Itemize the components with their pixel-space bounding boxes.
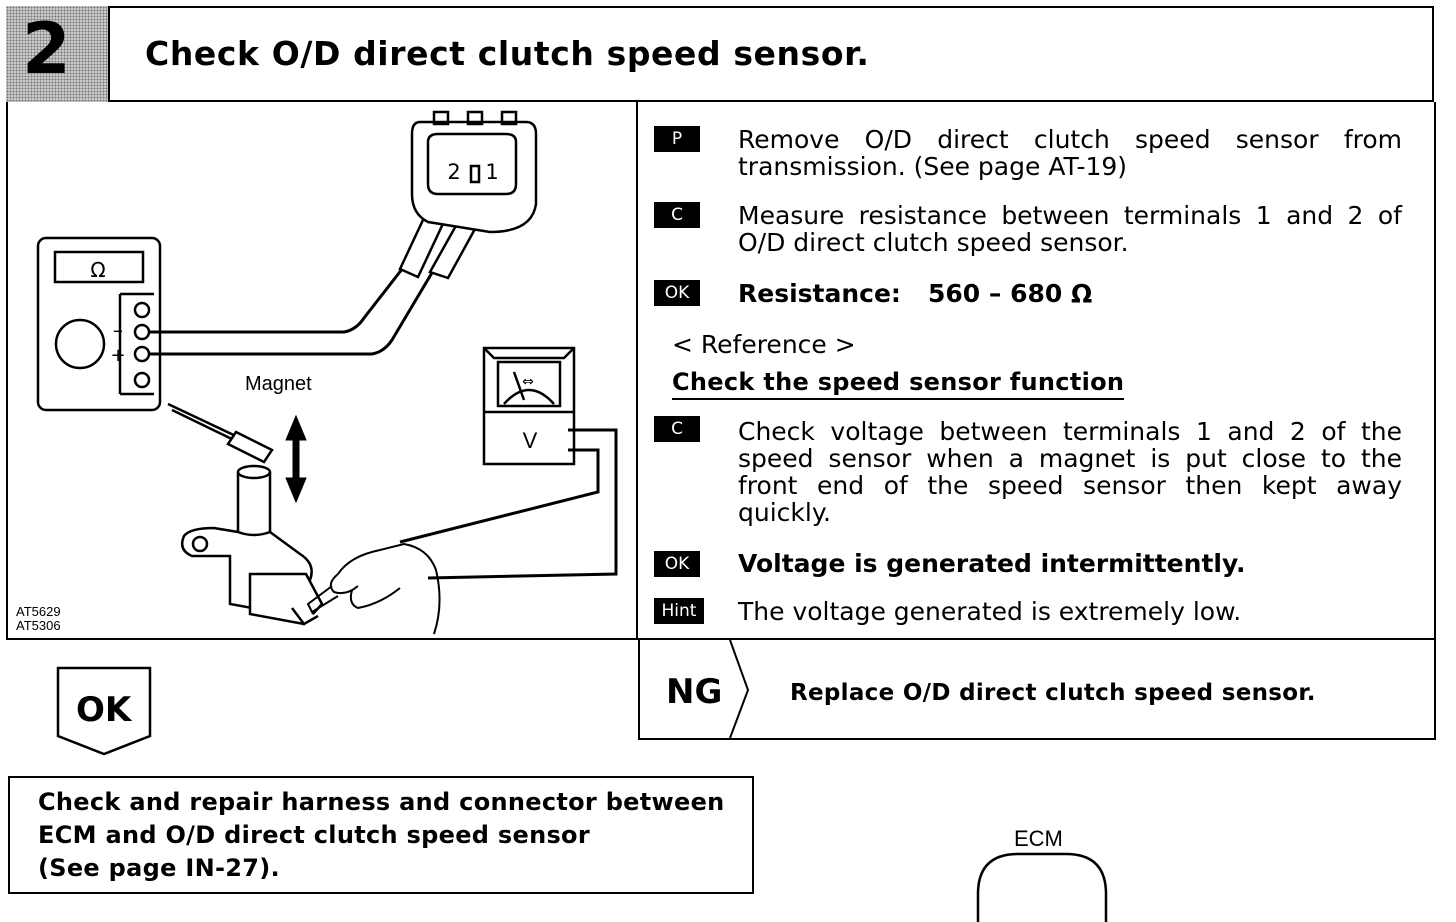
hint-text: The voltage generated is extremely low. [738, 597, 1242, 626]
step-check-voltage: Check voltage between terminals 1 and 2 … [738, 417, 1402, 527]
step-badge-ok: OK [654, 280, 700, 306]
ng-action: Replace O/D direct clutch speed sensor. [790, 680, 1316, 706]
harness-line-2: ECM and O/D direct clutch speed sensor [38, 821, 590, 849]
voltmeter-label: V [523, 428, 538, 453]
sensor-connector-icon [410, 110, 538, 234]
figure-code-1: AT5629 [16, 604, 61, 619]
hand-icon [306, 542, 441, 635]
up-down-arrow-icon [285, 414, 307, 504]
figure-code-2: AT5306 [16, 618, 61, 633]
ohm-symbol: Ω [90, 258, 105, 282]
step-number-box [6, 6, 110, 102]
plus-terminal-label: + [110, 345, 125, 366]
resistance-label: Resistance: [738, 279, 901, 308]
ng-label: NG [666, 672, 723, 712]
harness-line-1: Check and repair harness and connector b… [38, 788, 725, 816]
harness-action-box [8, 776, 754, 894]
step-measure-resistance: Measure resistance between terminals 1 a… [738, 201, 1402, 257]
reference-heading: < Reference > [672, 330, 856, 359]
ng-result-box [638, 638, 1436, 740]
reference-subtitle: Check the speed sensor function [672, 368, 1125, 400]
harness-action-text: Check and repair harness and connector b… [38, 786, 725, 885]
procedure-panel [6, 102, 1436, 640]
ng-chevron-icon [729, 640, 750, 739]
step-number: 2 [22, 8, 71, 90]
pin-1-label: 1 [485, 160, 498, 184]
page-title: Check O/D direct clutch speed sensor. [145, 34, 870, 73]
step-badge-c2: C [654, 416, 700, 442]
test-illustration: Ω – + 2 1 ⇔ V Magnet [16, 110, 618, 635]
speed-sensor-icon [181, 464, 324, 626]
voltmeter-leads [399, 428, 618, 580]
step-badge-hint: Hint [654, 598, 704, 624]
ecm-label: ECM [1014, 826, 1063, 851]
magnet-label: Magnet [245, 373, 312, 395]
ecm-box-icon [976, 852, 1108, 922]
voltage-result: Voltage is generated intermittently. [738, 549, 1246, 578]
magnet-icon [167, 402, 274, 464]
needle-arrows-icon: ⇔ [522, 374, 534, 390]
ohmmeter-leads [149, 263, 438, 356]
voltmeter-icon [482, 346, 576, 466]
panel-divider [636, 102, 638, 640]
step-badge-c: C [654, 202, 700, 228]
harness-line-3: (See page IN-27). [38, 854, 280, 882]
step-remove-sensor: Remove O/D direct clutch speed sensor fr… [738, 125, 1402, 181]
minus-terminal-label: – [113, 318, 123, 342]
step-badge-ok2: OK [654, 551, 700, 577]
resistance-value: 560 – 680 Ω [928, 279, 1093, 308]
ok-arrow-icon [56, 666, 152, 756]
pin-2-label: 2 [447, 160, 460, 184]
step-badge-p: P [654, 126, 700, 152]
ok-label: OK [76, 690, 132, 730]
